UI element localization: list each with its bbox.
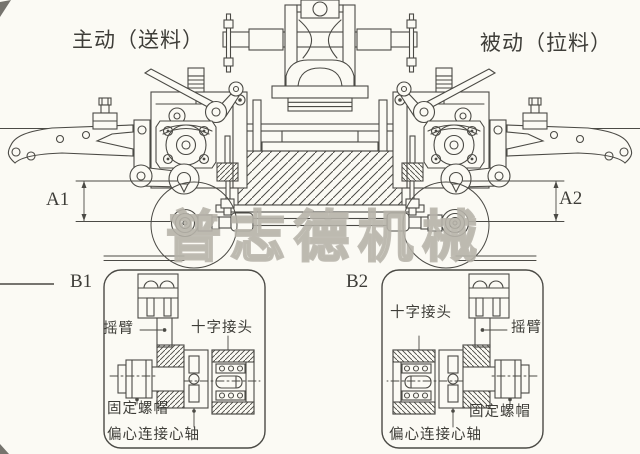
detail-view-label-b2: B2 xyxy=(346,271,369,292)
b2-cross-joint-callout: 十字接头 xyxy=(390,305,452,321)
b1-rocker-arm-callout: 摇臂 xyxy=(103,321,134,337)
b2-rocker-arm-callout: 摇臂 xyxy=(511,320,542,336)
detail-box-b1 xyxy=(103,269,266,449)
b1-fixing-nut-callout: 固定螺帽 xyxy=(107,401,169,417)
left-side-title: 主动（送料） xyxy=(72,28,204,52)
b1-eccentric-spindle-callout: 偏心连接心轴 xyxy=(107,427,200,443)
watermark-text: 普志德机械 xyxy=(165,206,487,269)
detail-box-b2 xyxy=(381,269,544,449)
dimension-label-a1: A1 xyxy=(46,189,70,210)
b2-fixing-nut-callout: 固定螺帽 xyxy=(469,404,531,420)
scan-artifacts xyxy=(0,0,54,454)
feed-roller-section xyxy=(215,123,425,213)
gearbox-assembly xyxy=(222,0,418,112)
right-side-title: 被动（拉料） xyxy=(480,31,612,55)
dimension-label-a2: A2 xyxy=(559,188,583,209)
b2-eccentric-spindle-callout: 偏心连接心轴 xyxy=(389,427,482,443)
b1-cross-joint-callout: 十字接头 xyxy=(191,320,253,336)
detail-view-label-b1: B1 xyxy=(70,271,93,292)
